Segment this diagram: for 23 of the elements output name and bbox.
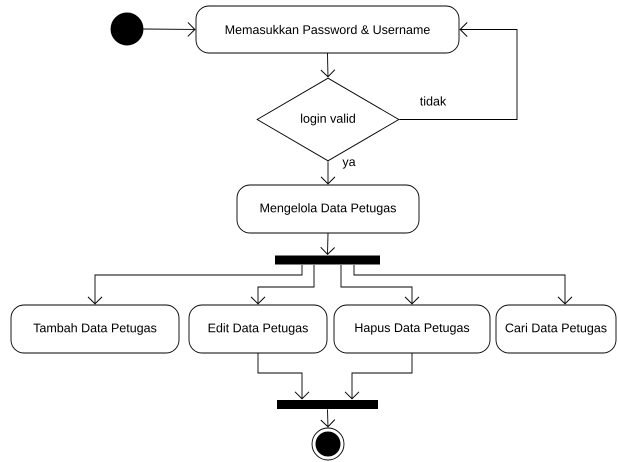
arrow	[320, 233, 336, 256]
action-box: Memasukkan Password & Username	[196, 6, 460, 54]
arrow	[320, 409, 336, 428]
action-box: Hapus Data Petugas	[334, 304, 490, 354]
action-box: Cari Data Petugas	[496, 304, 616, 354]
arrow	[250, 264, 314, 305]
arrow	[320, 161, 336, 185]
edge-label: tidak	[418, 95, 448, 107]
arrow	[88, 264, 302, 305]
action-box: Mengelola Data Petugas	[236, 184, 420, 234]
arrow	[258, 353, 310, 400]
arrow	[340, 264, 420, 305]
arrow	[320, 53, 336, 78]
fork-bar	[275, 256, 380, 264]
arrow	[143, 22, 196, 37]
action-box: Tambah Data Petugas	[10, 304, 180, 354]
arrow	[399, 22, 518, 120]
action-box: Edit Data Petugas	[188, 304, 328, 354]
initial-node	[110, 12, 144, 46]
arrow	[344, 353, 412, 400]
final-node	[312, 428, 344, 460]
arrow	[354, 264, 572, 305]
join-bar	[277, 400, 378, 409]
